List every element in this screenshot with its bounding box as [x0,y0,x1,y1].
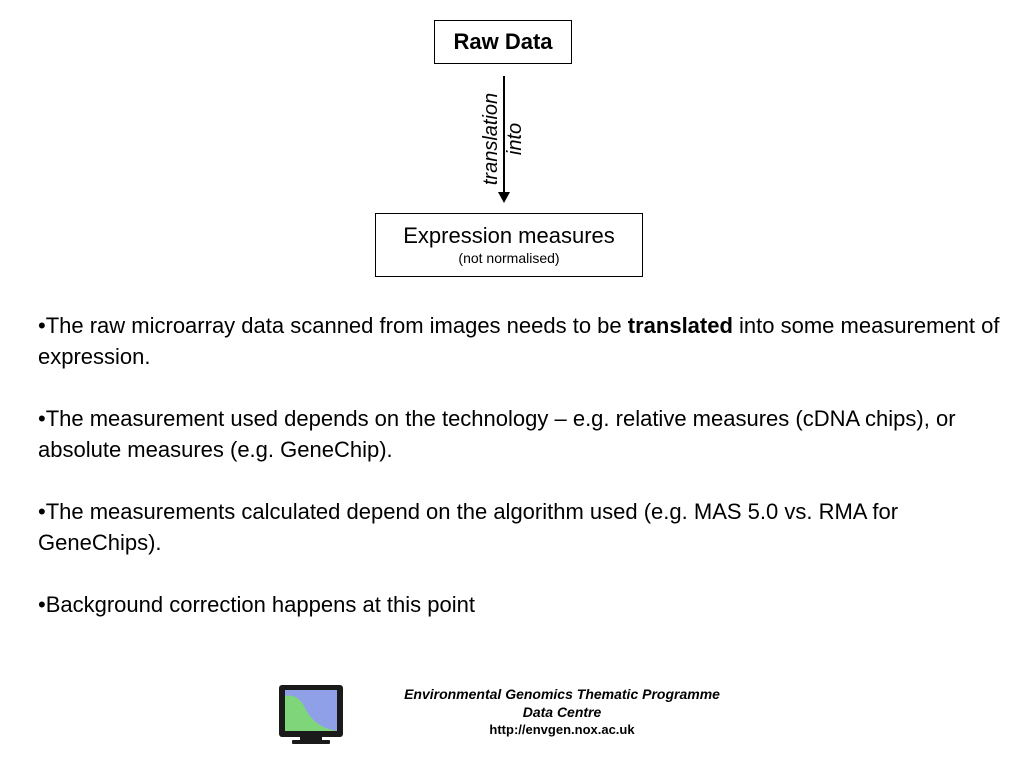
arrow-label: translation into [479,93,527,185]
down-arrow-icon [498,76,510,203]
footer-url[interactable]: http://envgen.nox.ac.uk [489,722,635,737]
bullet-item: •The measurement used depends on the tec… [38,403,1008,465]
arrow-label-line2: into [504,122,526,156]
bullet-text: •Background correction happens at this p… [38,592,475,617]
arrow-label-line1: translation [480,92,502,186]
bullet-item: •The raw microarray data scanned from im… [38,310,1008,372]
expression-measures-title: Expression measures [403,223,615,248]
bullet-text: into some measurement of expression. [38,313,1000,369]
footer-line1: Environmental Genomics Thematic Programm… [404,686,720,702]
bullet-item: •The measurements calculated depend on t… [38,496,1008,558]
bullet-bold-text: translated [627,313,733,338]
bullet-list: •The raw microarray data scanned from im… [38,310,1008,651]
expression-measures-box: Expression measures (not normalised) [375,213,643,277]
bullet-text: •The measurements calculated depend on t… [38,499,899,555]
bullet-item: •Background correction happens at this p… [38,589,1008,620]
bullet-text: •The raw microarray data scanned from im… [38,313,628,338]
bullet-text: •The measurement used depends on the tec… [38,406,956,462]
raw-data-label: Raw Data [453,29,553,54]
footer-line2: Data Centre [522,704,602,720]
raw-data-box: Raw Data [434,20,572,64]
monitor-logo-icon [279,685,343,744]
footer-credit: Environmental Genomics Thematic Programm… [380,685,744,739]
expression-measures-subtitle: (not normalised) [458,250,560,266]
